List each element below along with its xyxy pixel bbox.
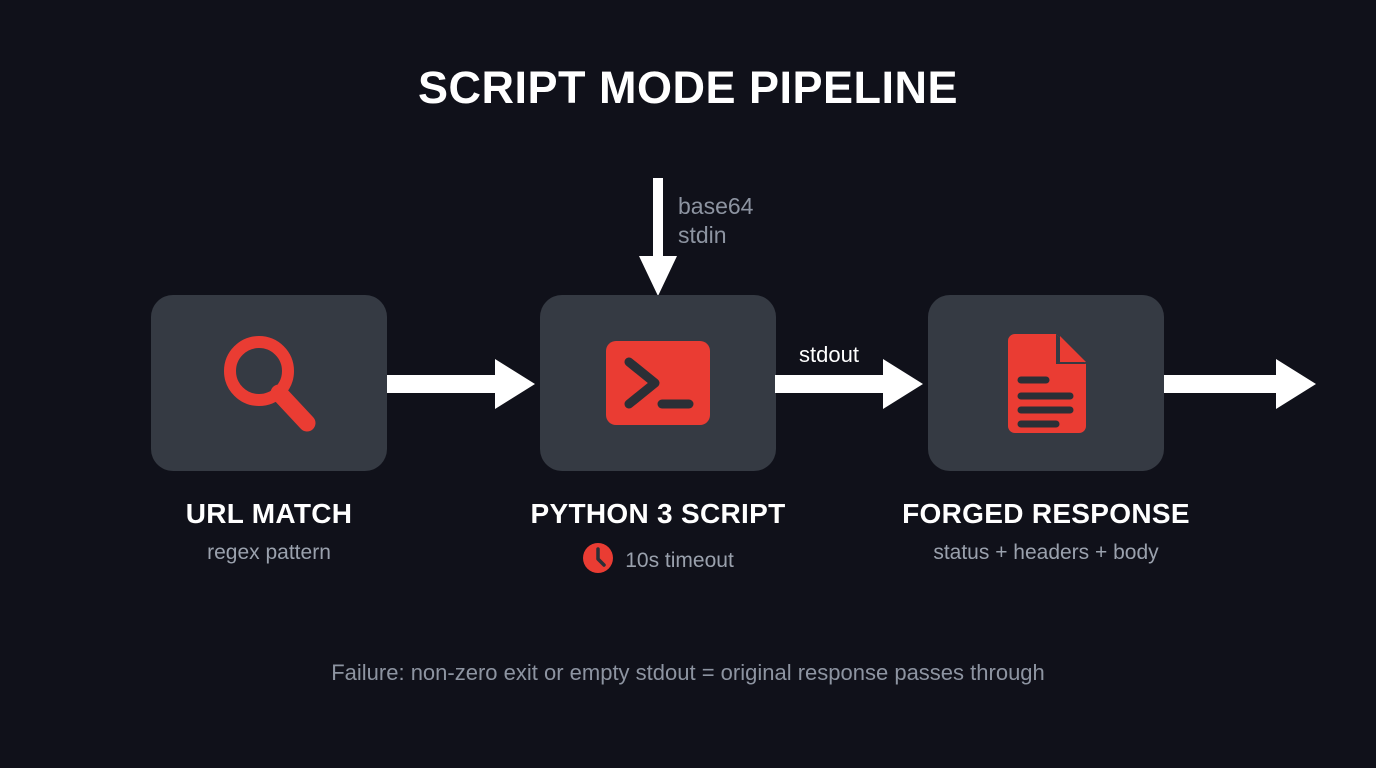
arrow-right-icon-1 [387,356,537,417]
stage-label-python-script: PYTHON 3 SCRIPT 10s timeout [418,498,898,579]
input-edge-line2: stdin [678,221,727,248]
stage-subtitle-forged-response: status + headers + body [933,541,1159,565]
page-title: SCRIPT MODE PIPELINE [417,62,959,113]
stage-card-python-script[interactable] [540,295,776,471]
footer-note: Failure: non-zero exit or empty stdout =… [331,660,1045,685]
timeout-badge: 10s timeout [418,542,898,579]
edge-label-stdout: stdout [799,342,859,367]
document-icon [928,295,1164,471]
arrow-down-icon [630,178,686,303]
arrow-right-icon-2 [775,356,925,417]
stage-label-url-match: URL MATCH regex pattern [29,498,509,565]
stage-card-url-match[interactable] [151,295,387,471]
magnifier-icon [151,295,387,471]
stage-card-forged-response[interactable] [928,295,1164,471]
stage-title-python-script: PYTHON 3 SCRIPT [530,498,786,529]
input-edge-line1: base64 [678,193,754,219]
stage-subtitle-url-match: regex pattern [207,541,331,565]
input-edge-label: base64 stdin [678,192,753,250]
stage-title-forged-response: FORGED RESPONSE [902,498,1190,529]
timeout-label: 10s timeout [625,548,734,572]
clock-icon [582,542,614,579]
arrow-right-icon-3 [1164,356,1376,417]
stage-title-url-match: URL MATCH [185,498,353,529]
terminal-icon [540,295,776,471]
stage-label-forged-response: FORGED RESPONSE status + headers + body [806,498,1286,565]
